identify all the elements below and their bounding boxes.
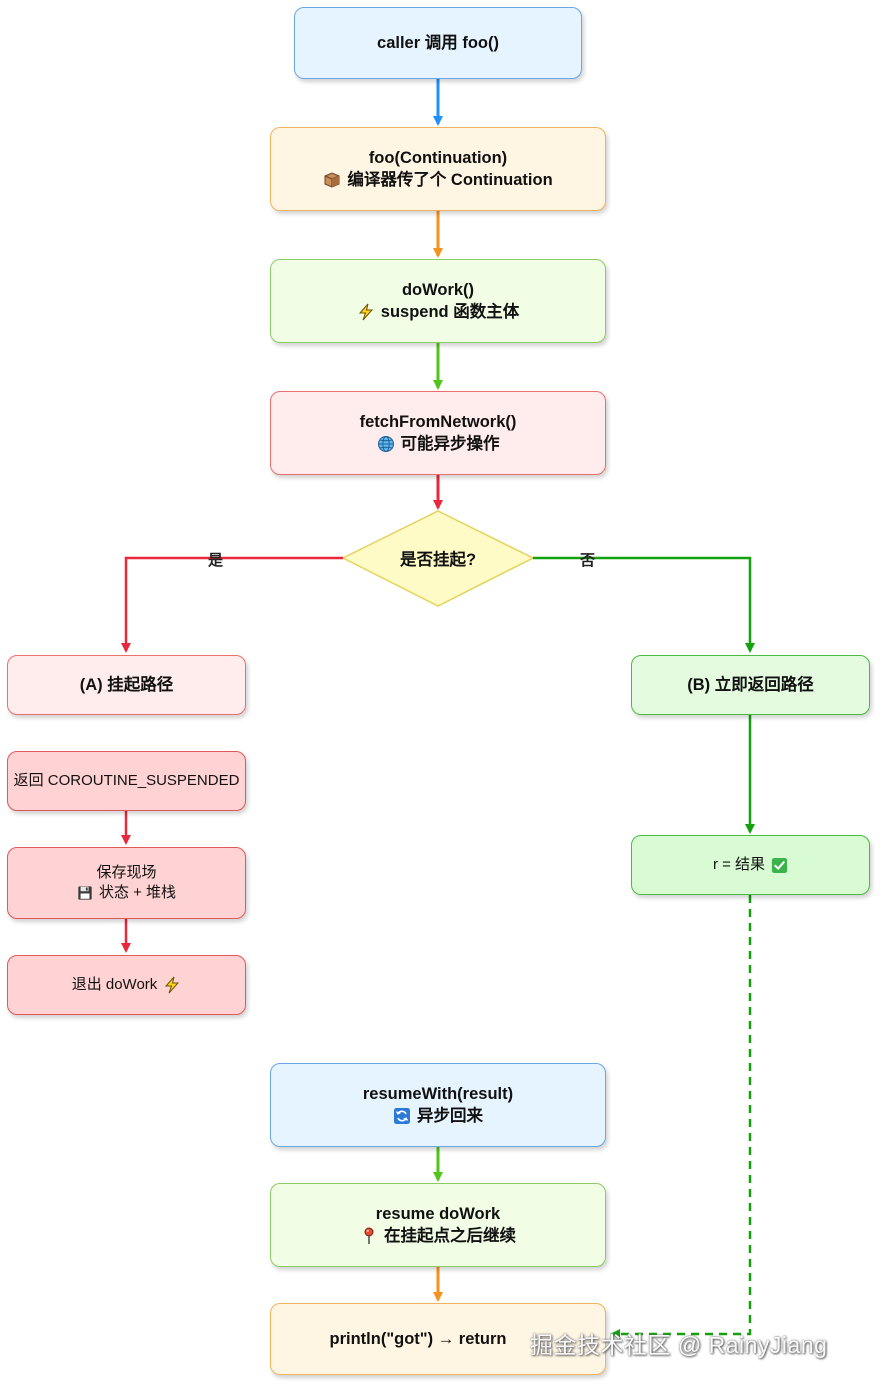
package-icon — [324, 172, 340, 188]
result-node: r = 结果 — [631, 835, 870, 895]
println-node: println("got") → return — [270, 1303, 606, 1375]
pin-icon — [364, 1227, 374, 1244]
foo-desc: 编译器传了个 Continuation — [347, 171, 553, 189]
path-a-node: (A) 挂起路径 — [7, 655, 246, 715]
fetch-node: fetchFromNetwork() 可能异步操作 — [270, 391, 606, 475]
return-suspended-node: 返回 COROUTINE_SUSPENDED — [7, 751, 246, 811]
save-state-title: 保存现场 — [96, 864, 157, 881]
dowork-node: doWork() suspend 函数主体 — [270, 259, 606, 343]
refresh-icon — [394, 1108, 410, 1124]
path-b-node: (B) 立即返回路径 — [631, 655, 870, 715]
resume-dowork-node: resume doWork 在挂起点之后继续 — [270, 1183, 606, 1267]
save-state-desc: 状态 + 堆栈 — [98, 884, 177, 901]
println-label: println("got") → return — [329, 1330, 507, 1348]
resume-dowork-desc: 在挂起点之后继续 — [384, 1227, 516, 1245]
path-a-label: (A) 挂起路径 — [79, 676, 174, 694]
resumewith-title: resumeWith(result) — [362, 1085, 514, 1103]
floppy-icon — [78, 886, 92, 900]
globe-icon — [377, 436, 394, 452]
resumewith-node: resumeWith(result) 异步回来 — [270, 1063, 606, 1147]
resumewith-desc: 异步回来 — [417, 1107, 483, 1125]
save-state-node: 保存现场 状态 + 堆栈 — [7, 847, 246, 919]
lightning-icon — [165, 976, 180, 994]
foo-title: foo(Continuation) — [368, 149, 508, 167]
fetch-desc: 可能异步操作 — [400, 435, 500, 453]
edge-label-yes: 是 — [208, 552, 224, 569]
decision-label: 是否挂起? — [399, 551, 477, 569]
edge-yes-branch — [121, 556, 343, 653]
lightning-icon — [358, 303, 373, 321]
path-b-label: (B) 立即返回路径 — [687, 676, 814, 694]
resume-dowork-title: resume doWork — [375, 1205, 501, 1223]
fetch-title: fetchFromNetwork() — [359, 413, 517, 431]
edge-result-println — [610, 895, 752, 1339]
caller-label: caller 调用 foo() — [377, 34, 499, 52]
result-label: r = 结果 — [712, 856, 766, 873]
return-suspended-label: 返回 COROUTINE_SUSPENDED — [13, 772, 240, 789]
dowork-desc: suspend 函数主体 — [380, 303, 520, 321]
edge-no-branch — [533, 556, 755, 653]
caller-node: caller 调用 foo() — [294, 7, 582, 79]
dowork-title: doWork() — [401, 281, 475, 299]
check-icon — [771, 857, 788, 873]
exit-dowork-node: 退出 doWork — [7, 955, 246, 1015]
foo-node: foo(Continuation) 编译器传了个 Continuation — [270, 127, 606, 211]
watermark-text: 掘金技术社区 @ RainyJiang — [530, 1332, 828, 1358]
exit-dowork-label: 退出 doWork — [71, 976, 158, 993]
decision-diamond — [341, 510, 535, 607]
edge-label-no: 否 — [580, 552, 596, 569]
